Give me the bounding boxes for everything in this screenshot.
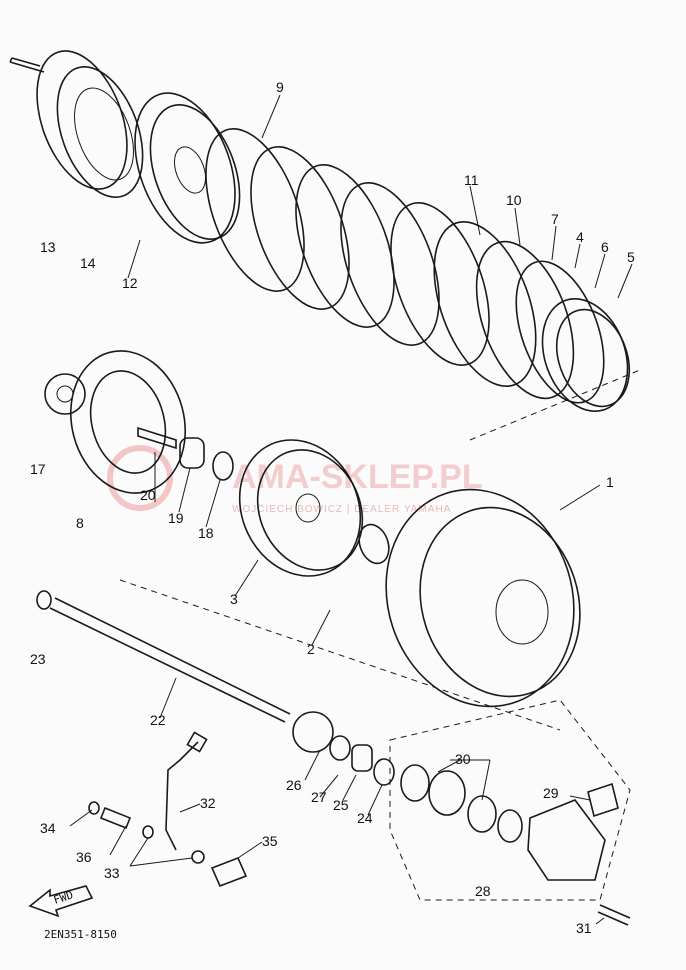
clutch-housing-1	[119, 488, 581, 731]
label-part-17: 17	[30, 461, 46, 477]
label-part-34: 34	[40, 820, 56, 836]
push-rod-22	[36, 590, 291, 723]
label-part-6: 6	[601, 239, 609, 255]
label-part-30: 30	[455, 751, 471, 767]
label-part-7: 7	[551, 211, 559, 227]
label-part-19: 19	[168, 510, 184, 526]
label-part-28: 28	[475, 883, 491, 899]
fwd-label: FWD	[52, 888, 75, 907]
label-part-2: 2	[307, 641, 315, 657]
primary-gear-group	[44, 350, 234, 494]
label-part-3: 3	[230, 591, 238, 607]
collar-19	[179, 437, 205, 469]
watermark: AMA-SKLEP.PL WOJCIECH BOWICZ | DEALER YA…	[107, 445, 483, 515]
bearing-17	[44, 373, 86, 415]
bolt-13	[9, 57, 45, 73]
label-part-1: 1	[606, 474, 614, 490]
plate-14	[36, 50, 128, 190]
clutch-plate-stack	[205, 128, 641, 441]
label-part-33: 33	[104, 865, 120, 881]
watermark-logo-icon	[107, 445, 173, 511]
label-part-36: 36	[76, 849, 92, 865]
pin-20	[137, 426, 177, 450]
label-part-5: 5	[627, 249, 635, 265]
gear-12	[134, 92, 236, 244]
spring-5	[541, 298, 629, 412]
cable-32	[165, 731, 208, 851]
label-part-22: 22	[150, 712, 166, 728]
label-part-14: 14	[80, 255, 96, 271]
pressure-plate-group	[9, 50, 241, 244]
small-parts	[88, 801, 631, 926]
label-part-26: 26	[286, 777, 302, 793]
watermark-subtitle: WOJCIECH BOWICZ | DEALER YAMAHA	[232, 504, 451, 515]
gear-8	[69, 350, 187, 494]
label-part-31: 31	[576, 920, 592, 936]
label-part-32: 32	[200, 795, 216, 811]
label-part-4: 4	[576, 229, 584, 245]
release-housing-28	[527, 799, 606, 881]
fwd-arrow-icon: FWD	[28, 885, 94, 918]
label-part-20: 20	[140, 487, 156, 503]
label-part-24: 24	[357, 810, 373, 826]
label-part-10: 10	[506, 192, 522, 208]
washer-2	[358, 523, 390, 565]
clutch-boss-group	[238, 439, 390, 577]
drawing-code: 2EN351-8150	[44, 928, 117, 941]
label-part-12: 12	[122, 275, 138, 291]
label-part-18: 18	[198, 525, 214, 541]
watermark-title: AMA-SKLEP.PL	[232, 458, 483, 496]
leader-lines	[69, 94, 633, 925]
label-part-11: 11	[464, 172, 479, 188]
label-part-23: 23	[30, 651, 46, 667]
release-mechanism	[292, 699, 631, 901]
washer-18	[212, 451, 234, 481]
label-part-25: 25	[333, 797, 349, 813]
label-part-13: 13	[40, 239, 56, 255]
label-part-9: 9	[276, 79, 284, 95]
label-part-35: 35	[262, 833, 278, 849]
label-part-8: 8	[76, 515, 84, 531]
part-number-labels: 9 11 10 7 4 6 5 13 14 12 17 20 19 18 8 3…	[30, 79, 635, 936]
label-part-29: 29	[543, 785, 559, 801]
label-part-27: 27	[311, 789, 327, 805]
